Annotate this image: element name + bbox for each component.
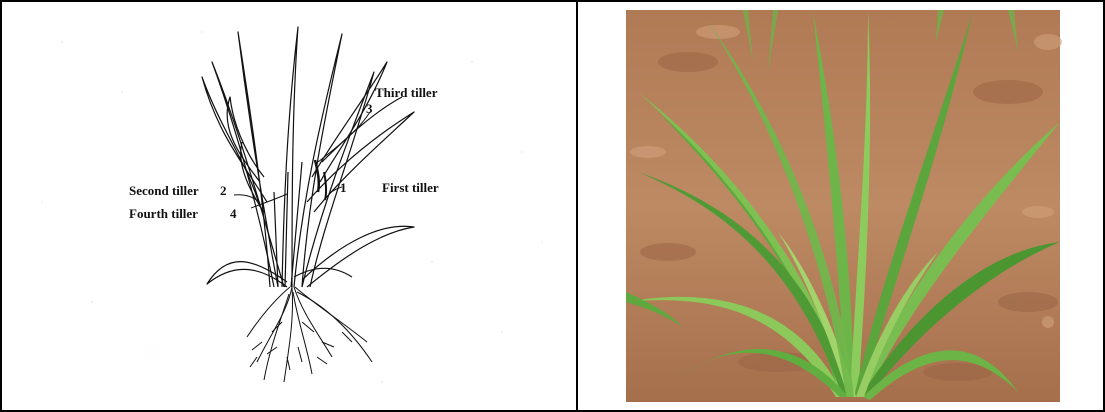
plant-roots — [247, 287, 372, 382]
label-second-tiller: Second tiller — [129, 183, 199, 198]
plant-photo — [578, 2, 1103, 410]
tiller-diagram-panel: Third tiller 3 Second tiller 2 1 First t… — [2, 2, 576, 410]
label-third-number: 3 — [366, 101, 373, 116]
label-second-number: 2 — [220, 183, 227, 198]
label-first-tiller: First tiller — [382, 180, 439, 195]
label-third-tiller: Third tiller — [375, 85, 438, 100]
label-fourth-tiller: Fourth tiller — [129, 206, 198, 221]
label-first-number: 1 — [340, 180, 347, 195]
plant-photo-panel — [578, 2, 1103, 410]
label-fourth-number: 4 — [230, 206, 237, 221]
tiller-diagram: Third tiller 3 Second tiller 2 1 First t… — [2, 2, 576, 410]
plant-leaves — [202, 27, 414, 287]
